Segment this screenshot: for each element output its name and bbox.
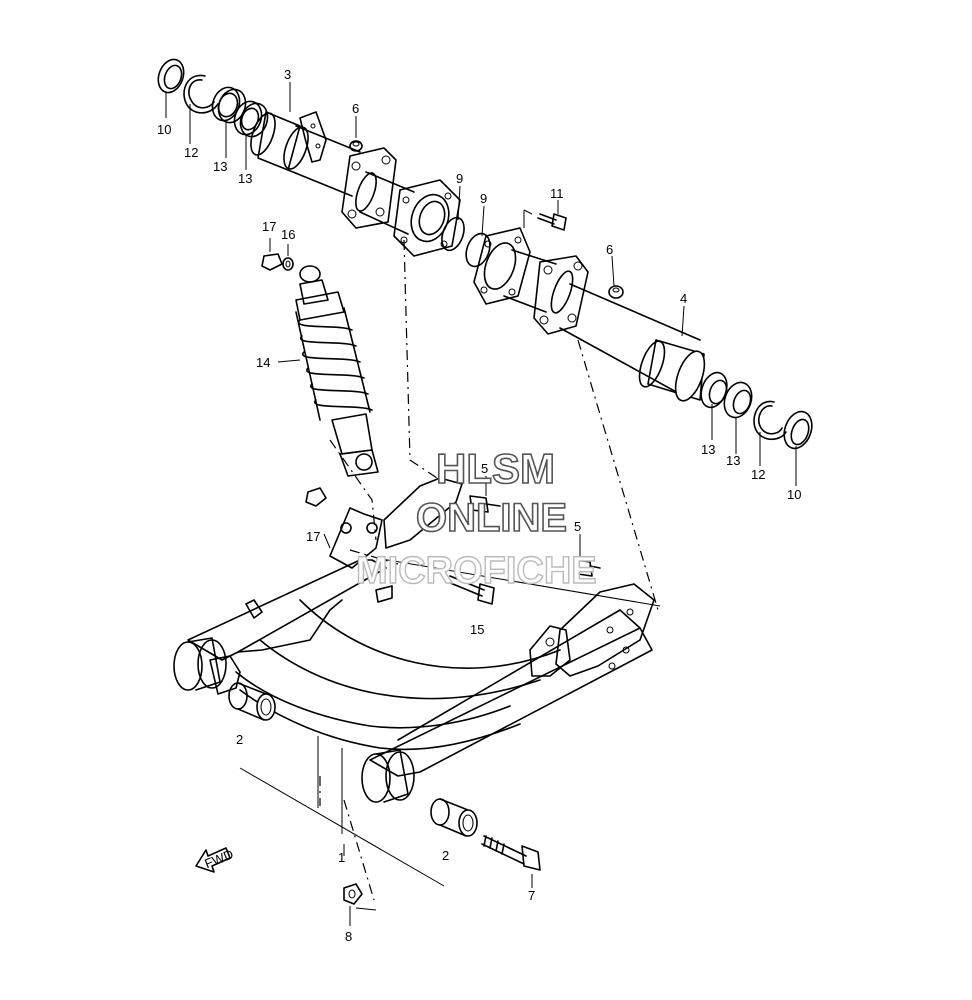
callout-10-left: 10 bbox=[157, 122, 171, 137]
callout-11: 11 bbox=[550, 186, 564, 201]
rear-shock-absorber-14 bbox=[295, 265, 379, 477]
callout-3: 3 bbox=[284, 67, 291, 82]
flange-plate-left bbox=[341, 147, 397, 229]
callout-6-upper: 6 bbox=[352, 101, 359, 116]
callout-13-right-b: 13 bbox=[726, 453, 740, 468]
pivot-tube-mid bbox=[355, 171, 415, 235]
bearing-13-right-b bbox=[723, 381, 753, 419]
flange-plate-right bbox=[533, 255, 589, 335]
link-bracket bbox=[329, 477, 463, 603]
bearing-13-left-b bbox=[233, 100, 269, 138]
oil-seal-10-left bbox=[157, 58, 185, 94]
spacer-4 bbox=[559, 283, 706, 402]
callout-13-left-a: 13 bbox=[213, 159, 227, 174]
bolt-11 bbox=[537, 213, 567, 231]
callout-16: 16 bbox=[281, 227, 295, 242]
nut-8 bbox=[343, 883, 363, 905]
callout-12-right: 12 bbox=[751, 467, 765, 482]
callout-labels: 10 12 13 13 3 6 9 9 11 6 4 17 16 14 13 1… bbox=[157, 67, 801, 944]
washer-16 bbox=[282, 257, 294, 271]
pivot-bolt-7 bbox=[481, 835, 541, 871]
watermark: HLSM ONLINE MICROFICHE bbox=[355, 444, 597, 593]
reference-lines bbox=[239, 557, 661, 911]
oil-seal-10-right bbox=[783, 410, 813, 450]
bearing-13-left-a bbox=[211, 86, 247, 124]
o-ring-9-left bbox=[441, 216, 465, 252]
bolt-5-upper bbox=[469, 495, 501, 513]
o-ring-9-right bbox=[465, 232, 491, 268]
spacer-3 bbox=[250, 111, 327, 171]
callout-17-upper: 17 bbox=[262, 219, 276, 234]
pivot-tube-right bbox=[503, 249, 557, 313]
bolt-15 bbox=[447, 575, 495, 605]
callout-5-lower: 5 bbox=[574, 519, 581, 534]
callout-6-right: 6 bbox=[606, 242, 613, 257]
bushing-2-right bbox=[430, 798, 478, 837]
watermark-line-1: HLSM bbox=[436, 445, 555, 492]
callout-15: 15 bbox=[470, 622, 484, 637]
callout-14: 14 bbox=[256, 355, 270, 370]
nut-6-upper bbox=[349, 140, 363, 152]
callout-10-right: 10 bbox=[787, 487, 801, 502]
nut-17-lower bbox=[305, 487, 327, 507]
callout-8: 8 bbox=[345, 929, 352, 944]
callout-5-upper: 5 bbox=[481, 461, 488, 476]
callout-13-left-b: 13 bbox=[238, 171, 252, 186]
callout-1: 1 bbox=[338, 850, 345, 865]
callout-17-lower: 17 bbox=[306, 529, 320, 544]
center-lines bbox=[319, 239, 659, 901]
watermark-line-2: ONLINE bbox=[416, 496, 567, 540]
callout-4: 4 bbox=[680, 291, 687, 306]
bearing-housing-right bbox=[473, 209, 533, 305]
circlip-12-right bbox=[753, 400, 787, 441]
leader-lines bbox=[165, 82, 797, 926]
callout-13-right-a: 13 bbox=[701, 442, 715, 457]
watermark-line-3: MICROFICHE bbox=[356, 550, 597, 592]
callout-9-left: 9 bbox=[456, 171, 463, 186]
pivot-shaft-left bbox=[287, 125, 361, 197]
circlip-12-left bbox=[183, 74, 219, 114]
bushing-2-left bbox=[228, 682, 276, 721]
callout-12-left: 12 bbox=[184, 145, 198, 160]
nut-6-right bbox=[608, 285, 624, 299]
callout-7: 7 bbox=[528, 888, 535, 903]
fwd-arrow-icon: FWD bbox=[195, 846, 235, 873]
callout-9-right: 9 bbox=[480, 191, 487, 206]
nut-17-upper bbox=[261, 253, 283, 271]
callout-2-right: 2 bbox=[442, 848, 449, 863]
callout-2-left: 2 bbox=[236, 732, 243, 747]
swingarm-1 bbox=[173, 559, 655, 803]
bolt-5-lower bbox=[575, 559, 601, 577]
fwd-label: FWD bbox=[202, 846, 235, 871]
